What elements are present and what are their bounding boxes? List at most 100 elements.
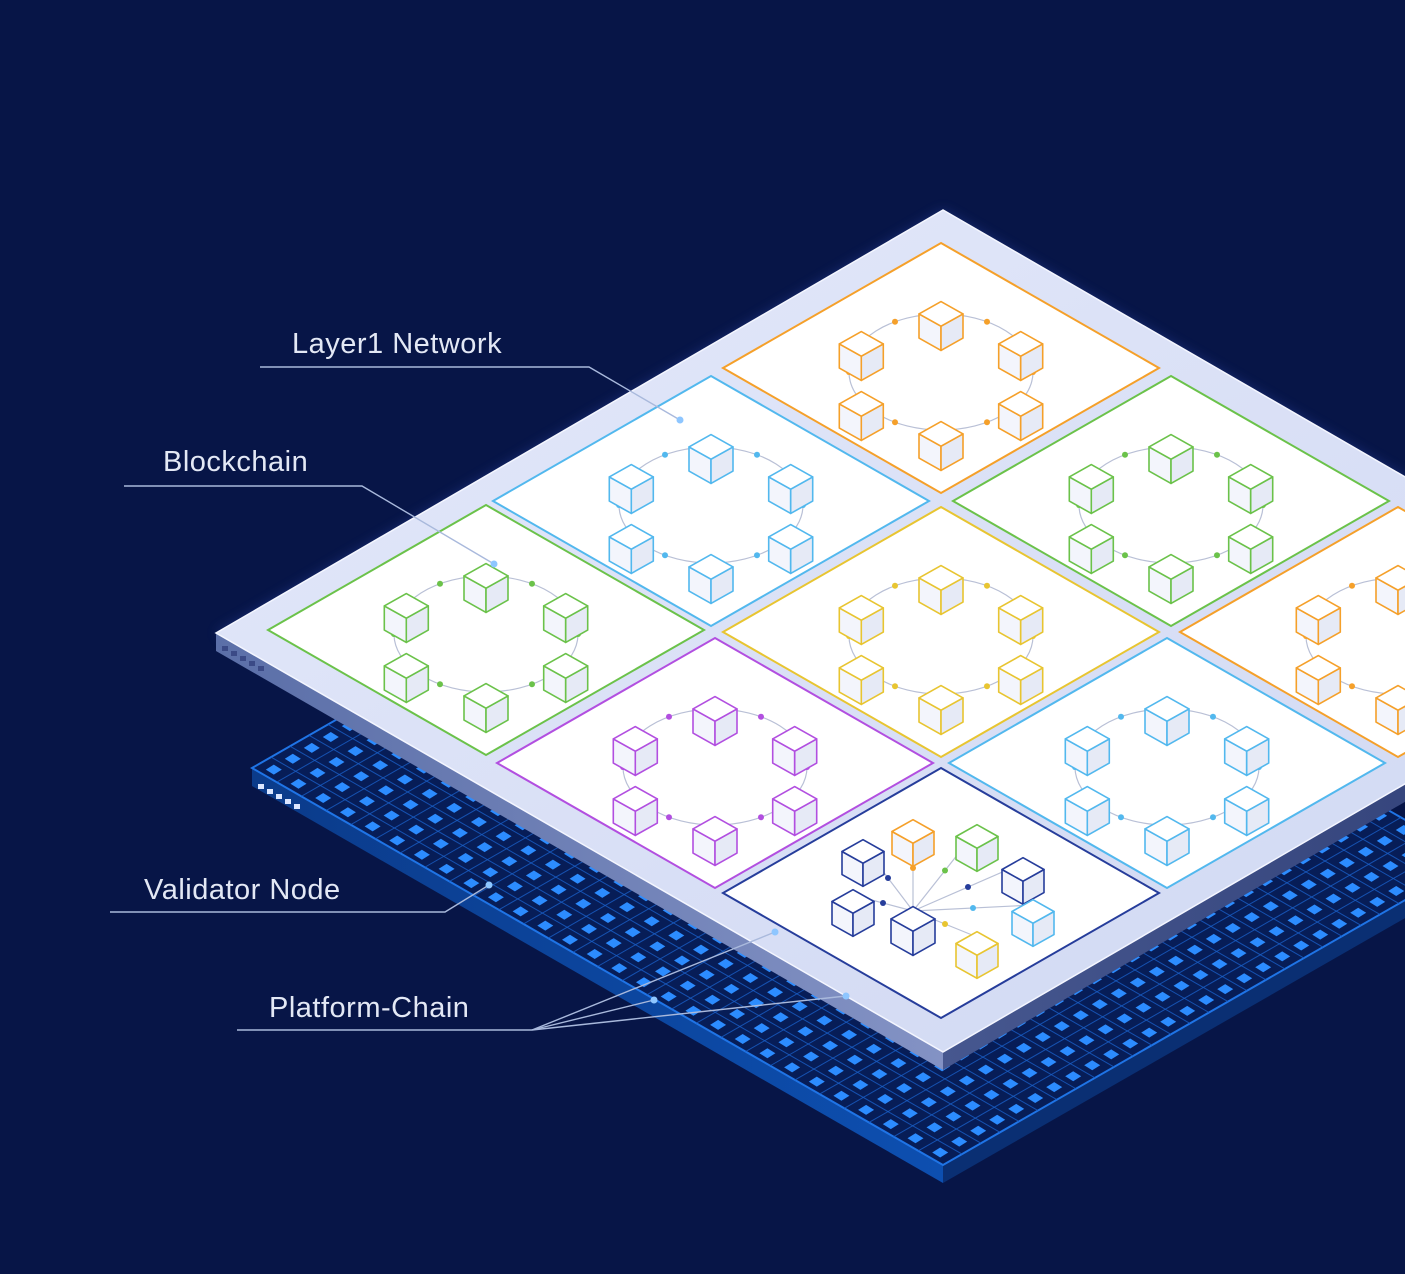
validator-node [1300, 879, 1317, 890]
validator-node [901, 1108, 918, 1119]
validator-node [1186, 944, 1203, 955]
validator-node [1243, 912, 1260, 923]
validator-node [896, 1083, 913, 1094]
validator-node [569, 873, 586, 884]
block-cube [918, 300, 964, 352]
port-dot [276, 794, 282, 799]
block-cube [767, 463, 814, 515]
validator-node [586, 949, 603, 959]
validator-node [1217, 984, 1234, 995]
validator-node [1312, 929, 1329, 940]
platform-cube [891, 818, 935, 868]
blockchain-tile-orange [720, 241, 1162, 495]
validator-node [531, 895, 548, 906]
block-cube [771, 725, 818, 777]
validator-node [372, 760, 389, 771]
validator-node [1344, 882, 1361, 893]
validator-node [396, 774, 413, 785]
block-cube [997, 654, 1044, 706]
chain-link-dot [529, 580, 535, 587]
validator-node [303, 742, 320, 753]
validator-node [1198, 995, 1215, 1005]
platform-cube [1001, 856, 1045, 906]
block-cube [383, 652, 430, 704]
validator-node [322, 732, 339, 742]
validator-node [1255, 962, 1272, 973]
grid-side-left [252, 768, 943, 1183]
tile-border [494, 636, 936, 890]
validator-node [438, 863, 455, 874]
validator-node [1262, 901, 1279, 912]
chain-link-dot [529, 681, 535, 688]
validator-node [1369, 896, 1386, 907]
validator-node [833, 1090, 850, 1101]
validator-node [476, 842, 493, 853]
chain-link-dot [1118, 713, 1124, 720]
validator-node [1205, 933, 1222, 944]
validator-node [996, 1053, 1013, 1064]
validator-node [1141, 1027, 1158, 1038]
validator-node [1116, 1013, 1133, 1024]
validator-node [1034, 1032, 1051, 1042]
chain-link-dot [892, 419, 898, 426]
label-validator-text: Validator Node [144, 874, 341, 906]
grid-line [918, 871, 1405, 1152]
block-cube [688, 433, 734, 485]
validator-node [290, 778, 307, 789]
validator-node [1319, 868, 1336, 879]
validator-node [463, 878, 480, 889]
validator-node [611, 963, 628, 974]
validator-node [674, 955, 690, 966]
validator-node [506, 881, 523, 892]
block-cube [383, 592, 430, 644]
layer1-slab [214, 209, 1405, 1070]
validator-node [575, 898, 592, 909]
blockchain-tile-blue [946, 636, 1388, 890]
chain-link-dot [662, 451, 668, 458]
validator-node [1350, 907, 1367, 918]
chain-link-dot [758, 814, 764, 821]
block-cube [608, 463, 655, 515]
block-cube [838, 330, 885, 382]
chain-link-dot [892, 683, 898, 690]
validator-node [550, 884, 567, 895]
validator-node [1129, 977, 1146, 988]
blockchain-tile-orange [1177, 505, 1405, 759]
block-cube [1223, 785, 1270, 837]
validator-node [970, 1125, 987, 1136]
label-platform-text: Platform-Chain [269, 992, 469, 1024]
block-cube [1144, 695, 1190, 747]
validator-node [822, 1040, 839, 1051]
block-cube [1375, 684, 1405, 736]
port-dot [249, 661, 255, 666]
port-dot [231, 651, 237, 656]
validator-node [353, 771, 370, 782]
validator-node [951, 1136, 968, 1147]
validator-node [827, 1065, 844, 1076]
block-cube [838, 594, 885, 646]
validator-node [636, 977, 652, 988]
blockchain-tile-green [265, 503, 707, 757]
validator-node [383, 810, 400, 821]
validator-node [402, 799, 419, 810]
validator-node [581, 923, 597, 934]
validator-node [1040, 1057, 1057, 1067]
block-cube [1068, 523, 1115, 575]
platform-cube [955, 823, 999, 873]
block-cube [692, 815, 738, 867]
validator-node [649, 941, 666, 952]
validator-node [1281, 890, 1298, 901]
chain-link-dot [984, 582, 990, 589]
validator-node [309, 767, 326, 778]
validator-node [797, 1026, 814, 1037]
validator-node [846, 1054, 863, 1065]
validator-node [1236, 973, 1253, 984]
port-dot [267, 789, 273, 794]
validator-node [871, 1069, 888, 1079]
tile-border [950, 374, 1392, 628]
validator-node [784, 1062, 801, 1073]
block-cube [612, 785, 659, 837]
chain-link-dot [662, 552, 668, 559]
chain-link-dot [437, 681, 443, 688]
validator-node [1173, 980, 1190, 991]
